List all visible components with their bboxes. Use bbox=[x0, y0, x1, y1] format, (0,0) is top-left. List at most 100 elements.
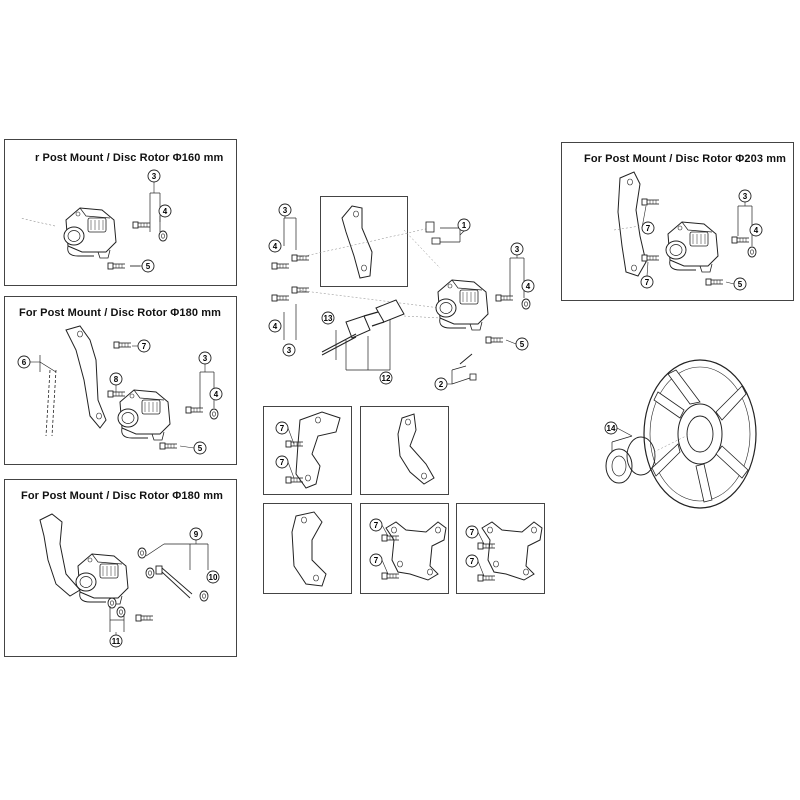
long-bolt-drawing bbox=[155, 565, 193, 599]
svg-text:12: 12 bbox=[382, 374, 391, 383]
bolt-drawing bbox=[705, 278, 724, 286]
washer-drawing bbox=[107, 597, 117, 609]
svg-text:7: 7 bbox=[374, 556, 379, 565]
bolt-drawing bbox=[132, 221, 151, 229]
svg-text:7: 7 bbox=[645, 278, 650, 287]
svg-text:9: 9 bbox=[194, 530, 199, 539]
callout-7: 7 bbox=[465, 554, 479, 568]
bolt-drawing bbox=[291, 254, 310, 262]
panel-title: For Post Mount / Disc Rotor Φ180 mm bbox=[19, 307, 221, 319]
callout-7: 7 bbox=[275, 455, 289, 469]
callout-4: 4 bbox=[268, 319, 282, 333]
callout-3: 3 bbox=[147, 169, 161, 183]
svg-text:11: 11 bbox=[112, 637, 121, 646]
svg-text:7: 7 bbox=[646, 224, 651, 233]
bolt-drawing bbox=[291, 286, 310, 294]
callout-3: 3 bbox=[278, 203, 292, 217]
adapter-drawing bbox=[39, 513, 81, 597]
callout-5: 5 bbox=[515, 337, 529, 351]
svg-text:4: 4 bbox=[273, 242, 278, 251]
bolt-drawing bbox=[135, 614, 154, 622]
svg-text:3: 3 bbox=[283, 206, 288, 215]
svg-text:3: 3 bbox=[203, 354, 208, 363]
pad-pin-drawing bbox=[459, 353, 477, 381]
svg-text:1: 1 bbox=[462, 221, 467, 230]
svg-text:7: 7 bbox=[280, 458, 285, 467]
callout-12: 12 bbox=[379, 371, 393, 385]
bolt-drawing bbox=[641, 254, 660, 262]
panel-post-mount-203: For Post Mount / Disc Rotor Φ203 mm bbox=[561, 142, 794, 301]
nut-drawing bbox=[158, 230, 168, 242]
callout-13: 13 bbox=[321, 311, 335, 325]
callout-7: 7 bbox=[369, 553, 383, 567]
callout-4: 4 bbox=[158, 204, 172, 218]
callout-3: 3 bbox=[282, 343, 296, 357]
panel-post-mount-180-a: For Post Mount / Disc Rotor Φ180 mm bbox=[4, 296, 237, 465]
svg-text:7: 7 bbox=[470, 557, 475, 566]
svg-text:5: 5 bbox=[146, 262, 151, 271]
adapter-drawing bbox=[295, 411, 341, 489]
nut-drawing bbox=[209, 408, 219, 420]
callout-3: 3 bbox=[738, 189, 752, 203]
callout-9: 9 bbox=[189, 527, 203, 541]
bolt-drawing bbox=[107, 262, 126, 270]
disc-rotor-drawing bbox=[643, 359, 757, 509]
callout-4: 4 bbox=[268, 239, 282, 253]
bolt-drawing bbox=[641, 198, 660, 206]
callout-10: 10 bbox=[206, 570, 220, 584]
bolt-drawing bbox=[731, 236, 750, 244]
callout-6: 6 bbox=[17, 355, 31, 369]
bolt-drawing bbox=[185, 406, 204, 414]
svg-text:5: 5 bbox=[198, 444, 203, 453]
callout-7: 7 bbox=[641, 221, 655, 235]
callout-11: 11 bbox=[109, 634, 123, 648]
callout-2: 2 bbox=[434, 377, 448, 391]
adapter-drawing bbox=[397, 413, 435, 485]
svg-text:5: 5 bbox=[520, 340, 525, 349]
caliper-drawing bbox=[665, 221, 719, 273]
svg-text:2: 2 bbox=[439, 380, 444, 389]
adapter-drawing bbox=[291, 511, 327, 587]
callout-4: 4 bbox=[521, 279, 535, 293]
svg-text:4: 4 bbox=[754, 226, 759, 235]
callout-4: 4 bbox=[749, 223, 763, 237]
adapter-drawing bbox=[45, 325, 107, 437]
bolt-drawing bbox=[159, 442, 178, 450]
callout-7: 7 bbox=[640, 275, 654, 289]
adapter-drawing bbox=[341, 205, 373, 279]
svg-text:7: 7 bbox=[280, 424, 285, 433]
callout-4: 4 bbox=[209, 387, 223, 401]
svg-text:10: 10 bbox=[209, 573, 218, 582]
callout-5: 5 bbox=[141, 259, 155, 273]
callout-8: 8 bbox=[109, 372, 123, 386]
panel-title: r Post Mount / Disc Rotor Φ160 mm bbox=[35, 152, 224, 164]
washer-drawing bbox=[137, 547, 147, 559]
washer-drawing bbox=[145, 567, 155, 579]
brake-pads-drawing bbox=[321, 299, 405, 356]
callout-7: 7 bbox=[369, 518, 383, 532]
callout-7: 7 bbox=[465, 525, 479, 539]
svg-text:4: 4 bbox=[526, 282, 531, 291]
svg-text:4: 4 bbox=[273, 322, 278, 331]
svg-text:8: 8 bbox=[114, 375, 119, 384]
callout-5: 5 bbox=[733, 277, 747, 291]
svg-text:3: 3 bbox=[287, 346, 292, 355]
bolt-drawing bbox=[113, 341, 132, 349]
washer-drawing bbox=[199, 590, 209, 602]
svg-text:7: 7 bbox=[374, 521, 379, 530]
callout-14: 14 bbox=[604, 421, 618, 435]
svg-text:13: 13 bbox=[324, 314, 333, 323]
svg-text:4: 4 bbox=[163, 207, 168, 216]
svg-text:4: 4 bbox=[214, 390, 219, 399]
callout-7: 7 bbox=[137, 339, 151, 353]
panel-title: For Post Mount / Disc Rotor Φ180 mm bbox=[21, 490, 223, 502]
bolt-drawing bbox=[495, 294, 514, 302]
pad-spring-drawing bbox=[425, 221, 441, 245]
svg-text:3: 3 bbox=[152, 172, 157, 181]
callout-5: 5 bbox=[193, 441, 207, 455]
callout-7: 7 bbox=[275, 421, 289, 435]
adapter-drawing bbox=[617, 171, 647, 277]
adapter-drawing bbox=[385, 521, 447, 581]
bolt-drawing bbox=[381, 572, 400, 580]
